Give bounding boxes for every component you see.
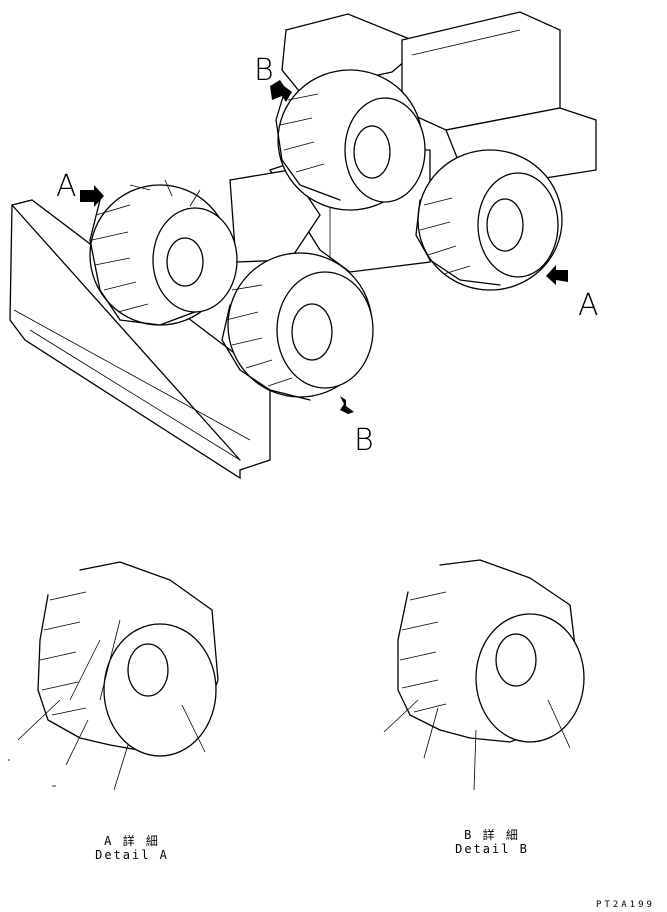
wheel-front-left — [89, 179, 238, 326]
detail-a-wheel — [8, 561, 219, 791]
detail-b-caption-en: Detail B — [455, 842, 529, 856]
label-a-left: A — [56, 169, 77, 204]
drawing-code: PT2A199 — [596, 900, 655, 910]
arrow-a-right — [546, 265, 568, 285]
dozer-blade — [9, 199, 271, 480]
label-b-bottom: B — [354, 423, 374, 458]
detail-b-wheel — [383, 559, 585, 791]
detail-b-caption-jp: B 詳 細 — [464, 828, 520, 842]
arrow-b-top — [270, 80, 292, 102]
wheel-front-right — [221, 252, 374, 401]
detail-a-caption-jp: A 詳 細 — [104, 834, 160, 848]
wheel-rear-right — [415, 149, 563, 291]
arrow-a-left — [80, 185, 104, 207]
detail-a-caption-en: Detail A — [95, 848, 169, 862]
arrow-b-bottom — [340, 396, 354, 414]
label-b-top: B — [254, 53, 274, 88]
wheel-rear-left — [275, 69, 426, 211]
label-a-right: A — [578, 288, 599, 323]
